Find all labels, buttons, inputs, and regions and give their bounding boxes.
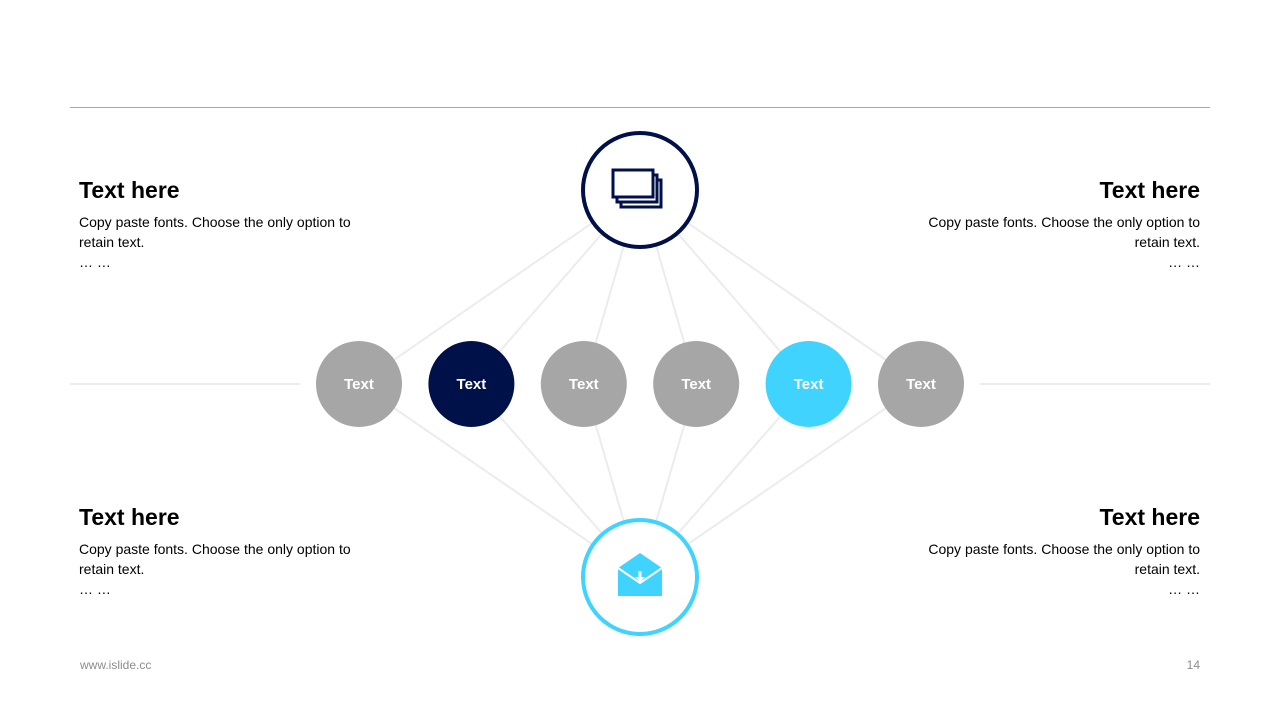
node-label: Text [794, 376, 824, 393]
block-ellipsis: … … [1168, 581, 1200, 597]
mail-download-icon [617, 553, 663, 596]
node-circle [878, 341, 964, 427]
node-label: Text [344, 376, 374, 393]
block-ellipsis: … … [79, 581, 111, 597]
node-circle [540, 341, 627, 427]
diagram-node-3: Text [540, 341, 627, 427]
block-title: Text here [1099, 504, 1200, 530]
diagram-node-4: Text [653, 341, 740, 427]
node-label: Text [681, 376, 711, 393]
node-circle [765, 341, 852, 427]
footer-website: www.islide.cc [80, 658, 152, 672]
node-label: Text [906, 376, 936, 393]
text-block-bottom-left: Text here Copy paste fonts. Choose the o… [79, 503, 379, 599]
block-body: Copy paste fonts. Choose the only option… [79, 541, 351, 577]
block-title: Text here [1099, 177, 1200, 203]
block-body: Copy paste fonts. Choose the only option… [928, 541, 1200, 577]
diagram-node-1: Text [316, 341, 402, 427]
page-number: 14 [1186, 658, 1200, 672]
block-ellipsis: … … [1168, 254, 1200, 270]
diagram-node-5: Text [765, 341, 852, 427]
block-body: Copy paste fonts. Choose the only option… [928, 214, 1200, 250]
text-block-top-right: Text here Copy paste fonts. Choose the o… [900, 176, 1200, 272]
text-block-top-left: Text here Copy paste fonts. Choose the o… [79, 176, 379, 272]
node-label: Text [569, 376, 599, 393]
text-block-bottom-right: Text here Copy paste fonts. Choose the o… [900, 503, 1200, 599]
diagram-node-2: Text [428, 341, 515, 427]
block-title: Text here [79, 504, 180, 530]
block-body: Copy paste fonts. Choose the only option… [79, 214, 351, 250]
node-circle [316, 341, 402, 427]
node-circle [428, 341, 515, 427]
block-title: Text here [79, 177, 180, 203]
top-hub-node [581, 131, 699, 249]
node-circle [653, 341, 740, 427]
middle-nodes: Text Text Text Text Text Text [316, 341, 964, 427]
bottom-hub-node [581, 518, 699, 636]
node-label: Text [457, 376, 487, 393]
top-divider [70, 107, 1210, 108]
diagram-node-6: Text [878, 341, 964, 427]
block-ellipsis: … … [79, 254, 111, 270]
stacked-cards-icon [611, 168, 663, 209]
